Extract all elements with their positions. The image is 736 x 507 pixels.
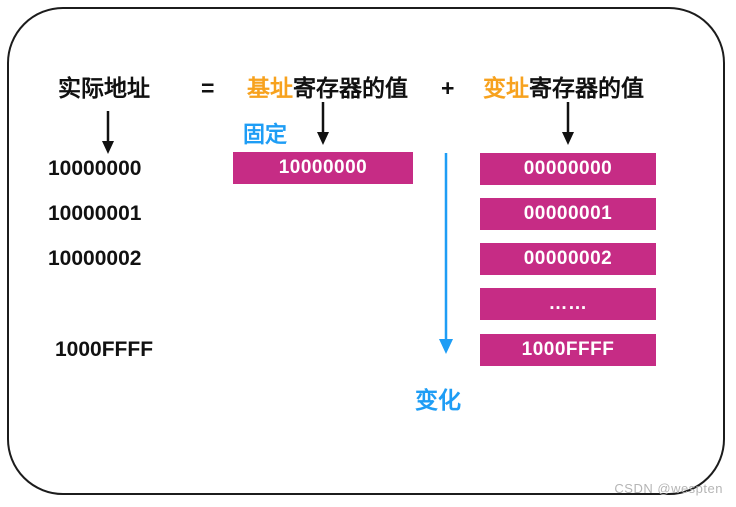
actual-address-row: 1000FFFF	[55, 338, 154, 361]
actual-address-row: 10000002	[48, 247, 142, 270]
equals-sign: =	[201, 75, 215, 101]
down-arrow-variation	[439, 153, 453, 354]
base-register-label: 基址寄存器的值	[247, 74, 408, 102]
base-highlight-text: 基址	[247, 75, 293, 101]
index-register-value-box: ……	[480, 288, 656, 320]
csdn-watermark: CSDN @wespten	[614, 481, 723, 496]
actual-address-label: 实际地址	[58, 75, 150, 101]
plus-sign: +	[441, 75, 455, 101]
index-register-value-box: 00000002	[480, 243, 656, 275]
base-register-value-box: 10000000	[233, 152, 413, 184]
actual-address-row: 10000001	[48, 202, 142, 225]
down-arrow-base-register	[317, 102, 329, 145]
index-rest-text: 寄存器的值	[529, 75, 644, 101]
index-register-label: 变址寄存器的值	[483, 74, 644, 102]
base-rest-text: 寄存器的值	[293, 75, 408, 101]
rounded-border-frame	[7, 7, 725, 495]
index-register-value-box: 00000000	[480, 153, 656, 185]
index-register-value-box: 00000001	[480, 198, 656, 230]
down-arrow-actual-address	[102, 111, 114, 154]
change-label: 变化	[415, 387, 461, 413]
index-highlight-text: 变址	[483, 75, 529, 101]
fixed-label: 固定	[243, 122, 288, 147]
index-register-value-box: 1000FFFF	[480, 334, 656, 366]
actual-address-row: 10000000	[48, 157, 142, 180]
down-arrow-index-register	[562, 102, 574, 145]
